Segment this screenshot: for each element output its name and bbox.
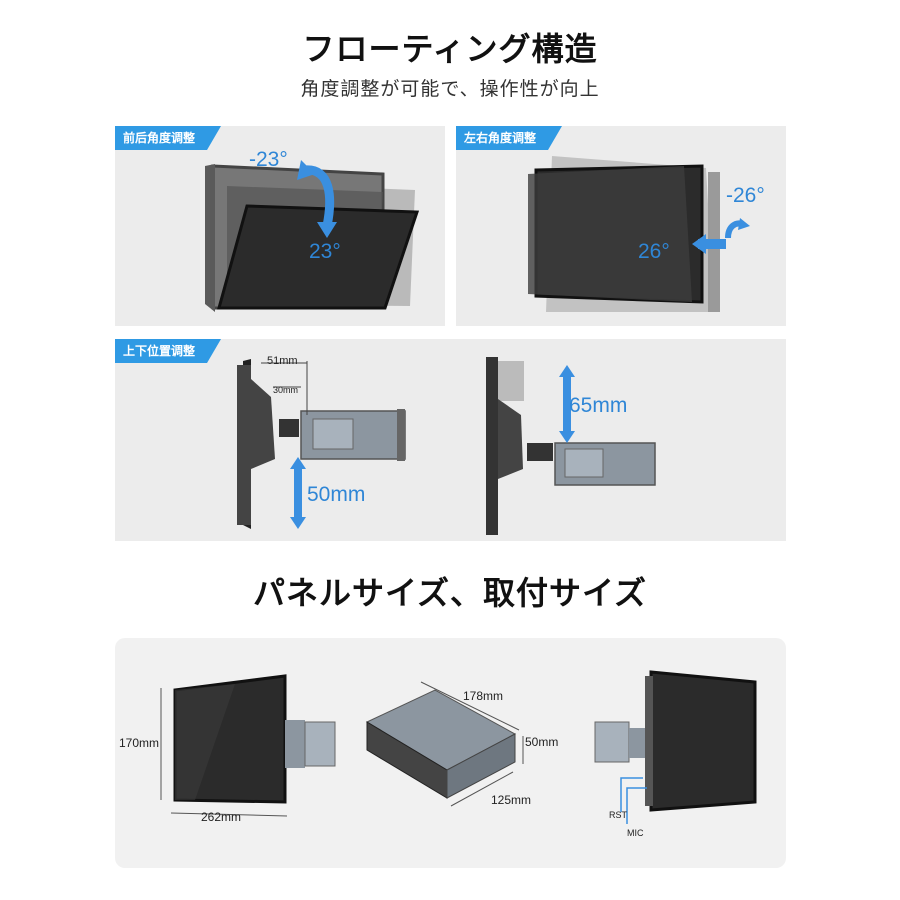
chassis-length-label: 178mm	[463, 689, 503, 703]
chassis-height-label: 50mm	[525, 735, 558, 749]
swivel-angle-left: 26°	[638, 240, 670, 263]
swivel-tag: 左右角度调整	[456, 126, 562, 150]
rotate-icon	[738, 218, 750, 230]
arrow-down-icon	[317, 222, 337, 238]
tilt-adjust-panel: 前后角度调整 -23° 23°	[115, 126, 445, 326]
height-illustration	[237, 357, 656, 535]
swivel-angle-right: -26°	[726, 184, 765, 207]
dimensions-illustration	[160, 670, 757, 824]
arrow-left-icon	[692, 234, 706, 254]
offset-inner-label: 30mm	[273, 385, 298, 395]
down-travel-label: 50mm	[307, 483, 365, 506]
swivel-illustration	[528, 156, 750, 312]
chassis-depth-label: 125mm	[491, 793, 531, 807]
height-adjust-panel: 上下位置调整 51mm 30mm 50mm 65mm	[115, 339, 786, 541]
tilt-angle-down: 23°	[309, 240, 341, 263]
up-travel-label: 65mm	[569, 394, 627, 417]
arrow-down-icon	[559, 431, 575, 443]
tilt-illustration	[205, 160, 420, 312]
section-subtitle: 角度調整が可能で、操作性が向上	[300, 78, 600, 100]
panel-height-label: 170mm	[119, 736, 159, 750]
swivel-adjust-panel: 左右角度调整 26° -26°	[456, 126, 786, 326]
height-tag: 上下位置调整	[115, 339, 221, 363]
arrow-up-icon	[559, 365, 575, 377]
tilt-angle-up: -23°	[249, 148, 288, 171]
offset-outer-label: 51mm	[267, 355, 298, 367]
arrow-up-icon	[297, 160, 315, 180]
section-title-panel-size: パネルサイズ、取付サイズ	[252, 574, 648, 612]
panel-width-label: 262mm	[201, 810, 241, 824]
arrow-up-icon	[290, 457, 306, 469]
rst-label: RST	[609, 810, 628, 820]
tilt-tag: 前后角度调整	[115, 126, 221, 150]
mic-label: MIC	[627, 828, 644, 838]
dimensions-panel: 170mm 262mm 178mm 50mm 125mm RST MIC	[115, 638, 786, 868]
arrow-down-icon	[290, 517, 306, 529]
section-title-floating-structure: フローティング構造	[302, 30, 598, 68]
